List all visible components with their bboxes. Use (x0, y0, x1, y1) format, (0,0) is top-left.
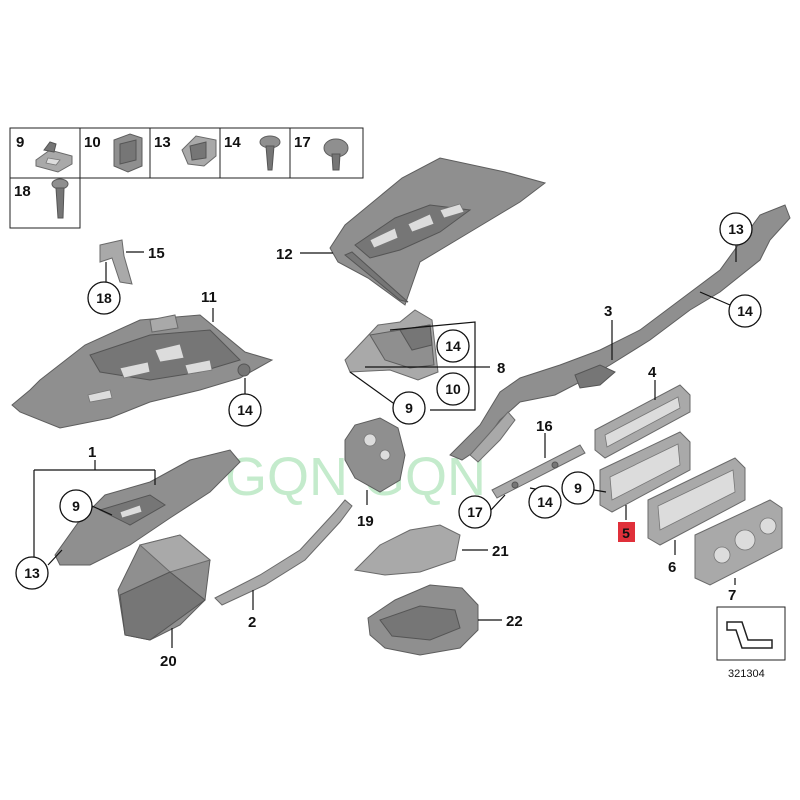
callout-9-right: 9 (574, 480, 582, 496)
callout-9-left: 9 (72, 498, 80, 514)
label-1: 1 (88, 444, 96, 461)
part-8-pillar-trim (344, 309, 439, 381)
label-6: 6 (668, 559, 676, 576)
part-1-lower-trim (54, 449, 241, 566)
legend-label-13: 13 (154, 134, 171, 151)
legend-label-10: 10 (84, 134, 101, 151)
callout-8-leaders (349, 321, 490, 411)
legend-label-14: 14 (224, 134, 241, 151)
label-21: 21 (492, 543, 509, 560)
part-7-control-panel (694, 499, 783, 586)
part-20-storage-box (117, 534, 212, 641)
part-2-trim-strip (214, 499, 353, 606)
part-16-strip (491, 444, 586, 499)
label-5-highlighted: 5 (622, 525, 630, 541)
callout-14-b: 14 (537, 494, 553, 510)
part-19-mount (344, 417, 406, 493)
part-6-bezel (647, 457, 746, 546)
callout-9-mid: 9 (405, 400, 413, 416)
highlight-badge (618, 522, 635, 542)
label-16: 16 (536, 418, 553, 435)
label-12: 12 (276, 246, 293, 263)
label-4: 4 (648, 364, 657, 381)
part-22-column-shroud (367, 584, 479, 656)
label-15: 15 (148, 245, 165, 262)
part-15-bracket (99, 239, 133, 285)
legend-label-17: 17 (294, 134, 311, 151)
label-7: 7 (728, 587, 736, 604)
callout-17: 17 (467, 504, 483, 520)
callout-10: 10 (445, 381, 461, 397)
clip-9-image (35, 141, 73, 173)
screw-18-image (51, 178, 69, 219)
label-19: 19 (357, 513, 374, 530)
legend-label-18: 18 (14, 183, 31, 200)
clip-13-image (181, 135, 217, 167)
label-2: 2 (248, 614, 256, 631)
label-11: 11 (201, 289, 217, 306)
part-5-bezel (599, 431, 691, 513)
part-11-lower-panel (11, 314, 274, 429)
screw-17-image (323, 138, 349, 171)
label-22: 22 (506, 613, 523, 630)
screw-14-image (259, 135, 281, 171)
label-8: 8 (497, 360, 505, 377)
callout-14-a: 14 (445, 338, 461, 354)
callout-13-left: 13 (24, 565, 40, 581)
legend-label-9: 9 (16, 134, 24, 151)
hardware-legend: 9 10 13 14 17 18 (9, 127, 364, 229)
callout-14-right: 14 (737, 303, 753, 319)
part-3-dash-trim (449, 204, 791, 463)
callout-13-top: 13 (728, 221, 744, 237)
label-3: 3 (604, 303, 612, 320)
callout-18: 18 (96, 290, 112, 306)
clip-10-image (113, 133, 143, 173)
part-21-cover (353, 524, 461, 576)
diagram-number: 321304 (728, 668, 765, 680)
diagram-number-box (716, 606, 786, 661)
label-20: 20 (160, 653, 177, 670)
callout-14-left: 14 (237, 402, 253, 418)
part-4-bezel (594, 384, 691, 459)
part-12-upper-trim (329, 157, 547, 306)
